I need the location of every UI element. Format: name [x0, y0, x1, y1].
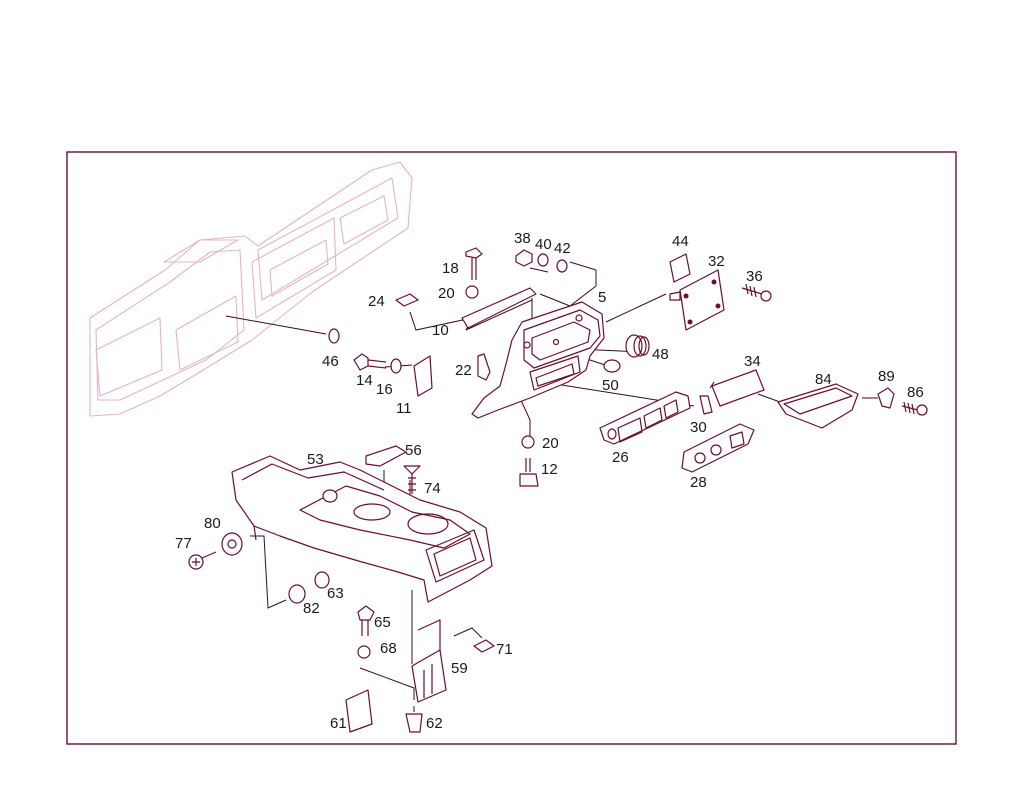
upper-console-bezel [471, 301, 605, 419]
cover-56 [365, 445, 407, 467]
washer-80-hole [227, 539, 237, 549]
pin-32 [669, 291, 681, 301]
screw-86 [901, 401, 928, 416]
callout-71: 71 [496, 641, 513, 658]
callout-12: 12 [541, 461, 558, 478]
dashboard-outline [89, 161, 413, 417]
tray-84 [777, 383, 859, 429]
callout-84: 84 [815, 371, 832, 388]
blank-plate-34 [711, 369, 765, 407]
callout-50: 50 [602, 377, 619, 394]
clip-24 [395, 293, 419, 307]
bolt-12 [519, 458, 539, 487]
cap-50 [603, 359, 621, 373]
bracket-61 [345, 689, 373, 733]
callout-18: 18 [442, 260, 459, 277]
callout-40: 40 [535, 236, 552, 253]
callout-30: 30 [690, 419, 707, 436]
callout-48: 48 [652, 346, 669, 363]
plate-28 [681, 423, 755, 473]
diagram-frame [66, 151, 957, 745]
spacer-82 [288, 584, 306, 604]
switch-panel [599, 391, 691, 445]
callout-14: 14 [356, 372, 373, 389]
callout-59: 59 [451, 660, 468, 677]
washer-80 [221, 532, 243, 556]
callout-68: 68 [380, 640, 397, 657]
screw-22 [477, 353, 491, 381]
callout-11: 11 [396, 400, 412, 417]
bracket-59 [411, 619, 447, 703]
callout-63: 63 [327, 585, 344, 602]
plate-32 [679, 269, 725, 331]
callout-5: 5 [598, 289, 606, 306]
bolt-18 [465, 247, 483, 280]
callout-61: 61 [330, 715, 347, 732]
callout-53: 53 [307, 451, 324, 468]
callout-46: 46 [322, 353, 339, 370]
bracket-11 [413, 355, 433, 397]
spacer-63 [314, 571, 330, 589]
bolt-65 [357, 605, 375, 636]
screw-74 [403, 465, 421, 494]
bracket-10 [461, 287, 537, 329]
callout-20-upper: 20 [438, 285, 455, 302]
washer-68 [357, 645, 371, 659]
callout-62: 62 [426, 715, 443, 732]
callout-44: 44 [672, 233, 689, 250]
callout-24: 24 [368, 293, 385, 310]
washer-16 [390, 358, 402, 374]
callout-26: 26 [612, 449, 629, 466]
callout-74: 74 [424, 480, 441, 497]
washer-20-lower [521, 435, 535, 449]
callout-42: 42 [554, 240, 571, 257]
clip-71 [473, 639, 495, 653]
callout-80: 80 [204, 515, 221, 532]
callout-77: 77 [175, 535, 192, 552]
callout-36: 36 [746, 268, 763, 285]
callout-65: 65 [374, 614, 391, 631]
fasteners-38-40-42 [515, 249, 568, 273]
clip-44 [669, 253, 691, 283]
lower-console [231, 455, 493, 603]
callout-89: 89 [878, 368, 895, 385]
callout-28: 28 [690, 474, 707, 491]
plug-62 [405, 713, 423, 733]
callout-22: 22 [455, 362, 472, 379]
leader-lines [225, 261, 878, 712]
callout-16: 16 [376, 381, 393, 398]
callout-20-lower: 20 [542, 435, 559, 452]
grommet-48 [625, 334, 650, 358]
callout-86: 86 [907, 384, 924, 401]
callout-56: 56 [405, 442, 422, 459]
bolt-14 [353, 353, 387, 371]
callout-34: 34 [744, 353, 761, 370]
washer-20-upper [465, 285, 479, 299]
screw-36 [741, 283, 772, 302]
nut-46 [328, 328, 340, 344]
callout-10: 10 [432, 322, 449, 339]
callout-38: 38 [514, 230, 531, 247]
callout-labels: 5 10 11 12 14 16 18 20 20 22 24 26 28 30… [175, 230, 924, 732]
callout-32: 32 [708, 253, 725, 270]
screw-77 [188, 551, 217, 570]
callout-82: 82 [303, 600, 320, 617]
clip-89 [877, 387, 895, 409]
clip-30 [699, 395, 713, 415]
